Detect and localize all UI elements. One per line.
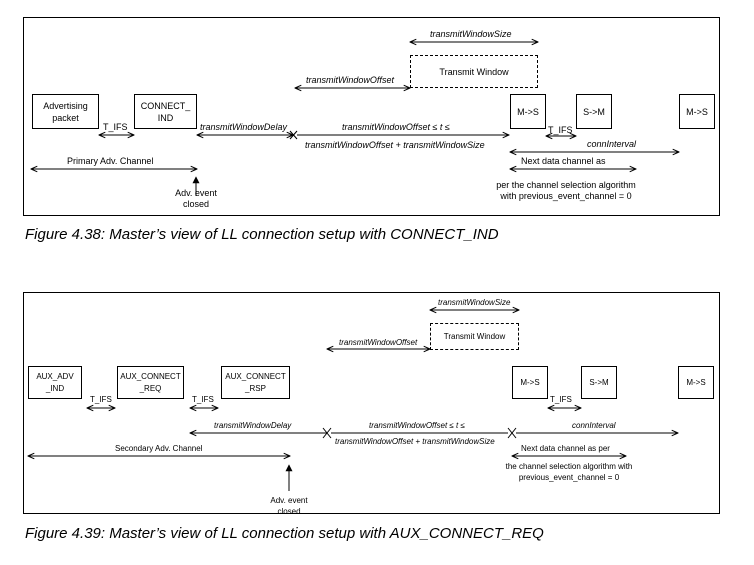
transmit-window-delay-label: transmitWindowDelay: [200, 122, 287, 132]
next-data-channel-label-2: Next data channel as per: [521, 444, 610, 453]
transmit-window-size-label: transmitWindowSize: [430, 29, 512, 39]
diagram-arrows-2: [24, 293, 719, 491]
figure-aux-connect-req-diagram: AUX_ADV _IND AUX_CONNECT _REQ AUX_CONNEC…: [23, 292, 720, 516]
aux-connect-req-box: AUX_CONNECT _REQ: [117, 366, 184, 399]
offset-le-t-label-2: transmitWindowOffset ≤ t ≤: [369, 421, 465, 430]
m-to-s-box-1-2: M->S: [512, 366, 548, 399]
conn-interval-label-2: connInterval: [572, 421, 616, 430]
next-data-channel-label: Next data channel as: [521, 156, 606, 166]
transmit-window-box: Transmit Window: [410, 55, 538, 88]
m-to-s-box-2: M->S: [679, 94, 715, 129]
t-ifs-label-2-2: T_IFS: [192, 395, 214, 404]
conn-interval-label: connInterval: [587, 139, 637, 149]
secondary-adv-channel-label: Secondary Adv. Channel: [115, 444, 203, 453]
channel-selection-algorithm-label-2: the channel selection algorithm with pre…: [505, 462, 633, 482]
figure-connect-ind-diagram: Advertising packet CONNECT_ IND Transmit…: [23, 17, 720, 216]
aux-connect-rsp-box: AUX_CONNECT _RSP: [221, 366, 290, 399]
offset-plus-size-label: transmitWindowOffset + transmitWindowSiz…: [305, 140, 485, 150]
primary-adv-channel-label: Primary Adv. Channel: [67, 156, 154, 166]
s-to-m-box-2: S->M: [581, 366, 617, 399]
advertising-packet-box: Advertising packet: [32, 94, 99, 129]
transmit-window-delay-label-2: transmitWindowDelay: [214, 421, 292, 430]
t-ifs-label-2: T_IFS: [548, 125, 573, 135]
t-ifs-label-1: T_IFS: [103, 122, 128, 132]
transmit-window-offset-label-2: transmitWindowOffset: [339, 338, 418, 347]
m-to-s-box-2-2: M->S: [678, 366, 714, 399]
diagram-arrows: [24, 18, 719, 196]
figure-caption-2: Figure 4.39: Master’s view of LL connect…: [25, 525, 544, 542]
offset-plus-size-label-2: transmitWindowOffset + transmitWindowSiz…: [335, 437, 495, 446]
offset-le-t-label: transmitWindowOffset ≤ t ≤: [342, 122, 450, 132]
transmit-window-box-2: Transmit Window: [430, 323, 519, 350]
figure-caption-1: Figure 4.38: Master’s view of LL connect…: [25, 226, 499, 243]
channel-selection-algorithm-label: per the channel selection algorithm with…: [496, 180, 636, 201]
connect-ind-box: CONNECT_ IND: [134, 94, 197, 129]
t-ifs-label-1-2: T_IFS: [90, 395, 112, 404]
aux-adv-ind-box: AUX_ADV _IND: [28, 366, 82, 399]
adv-event-closed-label: Adv. event closed: [175, 188, 217, 209]
transmit-window-size-label-2: transmitWindowSize: [438, 298, 511, 307]
transmit-window-offset-label: transmitWindowOffset: [306, 75, 394, 85]
m-to-s-box-1: M->S: [510, 94, 546, 129]
s-to-m-box: S->M: [576, 94, 612, 129]
adv-event-closed-label-2: Adv. event closed: [270, 496, 308, 516]
t-ifs-label-3-2: T_IFS: [550, 395, 572, 404]
